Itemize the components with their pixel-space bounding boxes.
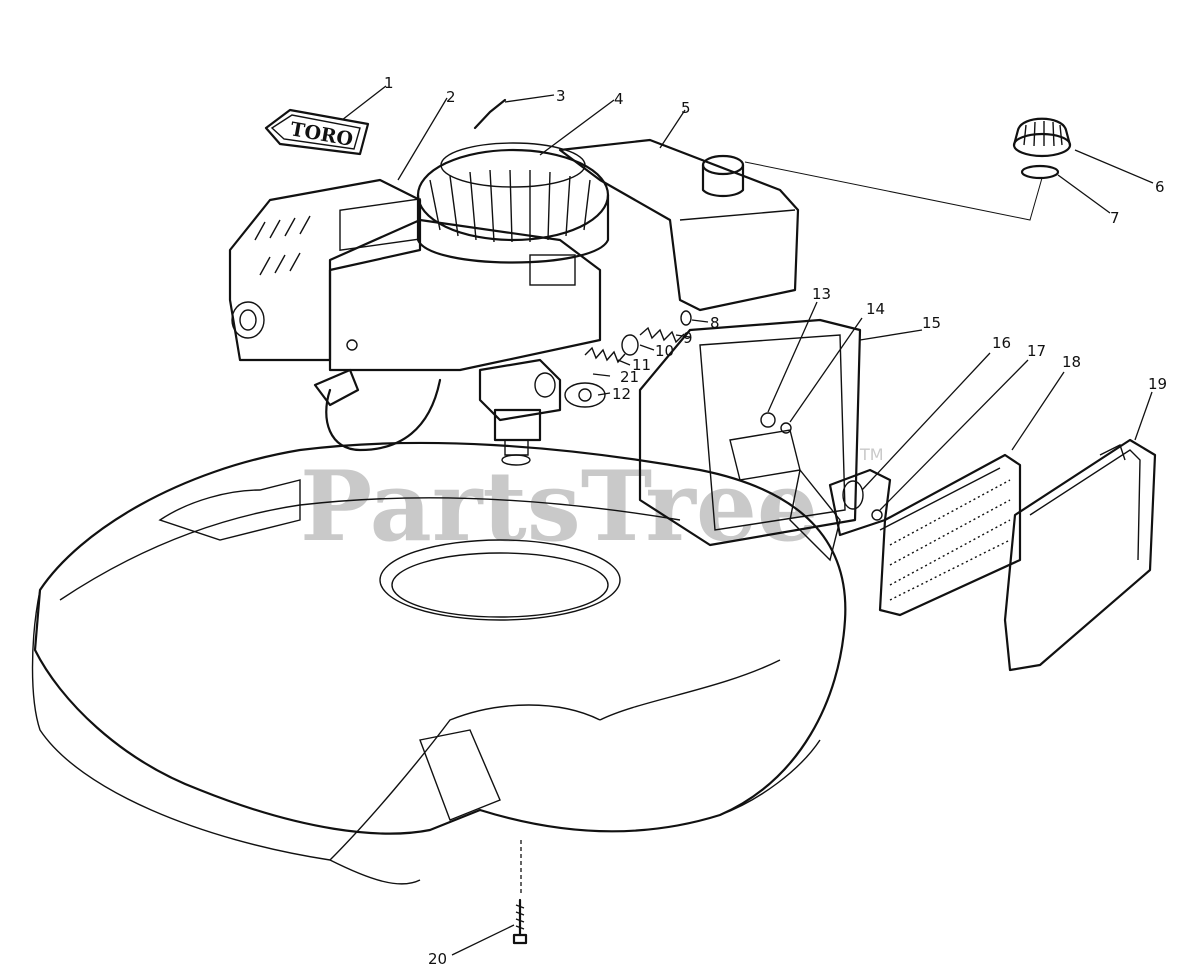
callout-16: 16 xyxy=(992,334,1011,352)
callout-21: 21 xyxy=(620,368,639,386)
callout-4: 4 xyxy=(614,90,624,108)
callout-10: 10 xyxy=(655,342,674,360)
callout-19: 19 xyxy=(1148,375,1167,393)
callout-2: 2 xyxy=(446,88,456,106)
callout-labels: 1 2 3 4 5 6 7 8 9 10 11 12 13 14 15 16 1… xyxy=(384,74,1167,968)
callout-12: 12 xyxy=(612,385,631,403)
callout-6: 6 xyxy=(1155,178,1165,196)
primer-wire xyxy=(473,98,507,130)
callout-3: 3 xyxy=(556,87,566,105)
callout-1: 1 xyxy=(384,74,394,92)
watermark-text: PartsTree xyxy=(300,450,818,563)
recoil-starter xyxy=(416,142,610,264)
callout-9: 9 xyxy=(683,329,693,347)
engine xyxy=(228,178,602,372)
toro-logo-decal: TORO xyxy=(264,108,370,156)
mower-deck xyxy=(31,441,847,885)
air-cleaner-gasket xyxy=(828,468,892,537)
breather-cap xyxy=(1012,117,1072,180)
callout-14: 14 xyxy=(866,300,885,318)
callout-18: 18 xyxy=(1062,353,1081,371)
fuel-tank xyxy=(558,138,800,312)
callout-20: 20 xyxy=(428,950,447,968)
leader-lines xyxy=(341,85,1154,956)
callout-8: 8 xyxy=(710,314,720,332)
watermark-trademark: TM xyxy=(859,445,884,464)
air-filter-element xyxy=(878,453,1022,617)
callout-5: 5 xyxy=(681,99,691,117)
air-cleaner-base xyxy=(638,318,862,547)
callout-11: 11 xyxy=(632,356,651,374)
air-cleaner-cover xyxy=(1003,438,1157,672)
callout-17: 17 xyxy=(1027,342,1046,360)
callout-15: 15 xyxy=(922,314,941,332)
callout-13: 13 xyxy=(812,285,831,303)
carburetor-assembly xyxy=(313,310,692,466)
mounting-bolt xyxy=(512,840,528,945)
callout-7: 7 xyxy=(1110,209,1120,227)
